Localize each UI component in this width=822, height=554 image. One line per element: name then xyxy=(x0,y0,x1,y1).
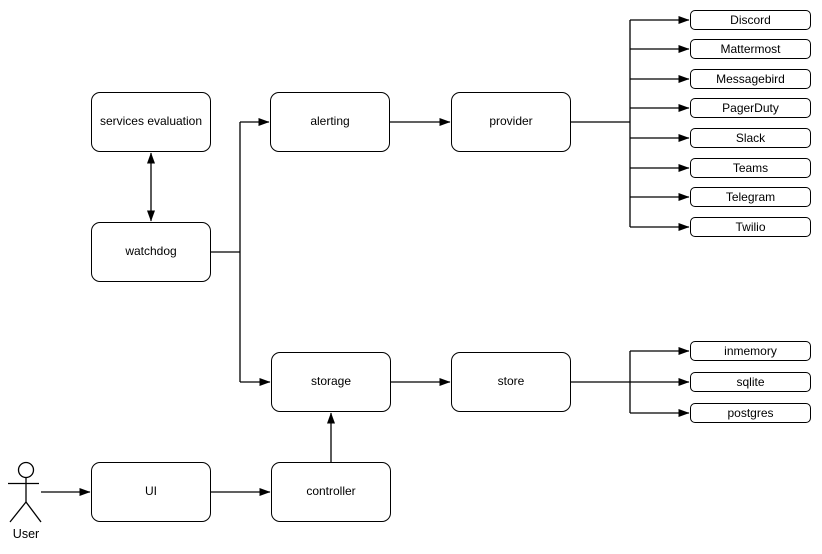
node-controller: controller xyxy=(271,462,391,522)
node-provider-mattermost: Mattermost xyxy=(690,39,811,59)
node-storage: storage xyxy=(271,352,391,412)
node-provider: provider xyxy=(451,92,571,152)
node-store-inmemory: inmemory xyxy=(690,341,811,361)
node-alerting: alerting xyxy=(270,92,390,152)
node-services-evaluation: services evaluation xyxy=(91,92,211,152)
node-provider-slack: Slack xyxy=(690,128,811,148)
node-provider-telegram: Telegram xyxy=(690,187,811,207)
node-store-sqlite: sqlite xyxy=(690,372,811,392)
node-store: store xyxy=(451,352,571,412)
user-actor-label: User xyxy=(12,527,40,541)
node-provider-messagebird: Messagebird xyxy=(690,69,811,89)
node-watchdog: watchdog xyxy=(91,222,211,282)
node-provider-teams: Teams xyxy=(690,158,811,178)
node-ui: UI xyxy=(91,462,211,522)
node-provider-twilio: Twilio xyxy=(690,217,811,237)
node-provider-pagerduty: PagerDuty xyxy=(690,98,811,118)
user-actor-icon xyxy=(8,461,42,523)
node-provider-discord: Discord xyxy=(690,10,811,30)
node-store-postgres: postgres xyxy=(690,403,811,423)
